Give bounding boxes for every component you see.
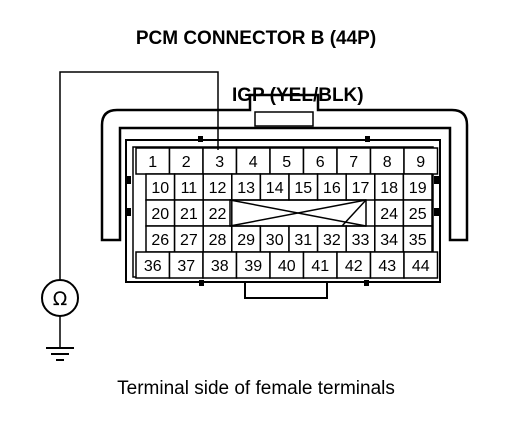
terminal-cell xyxy=(231,173,262,201)
terminal-number: 22 xyxy=(209,206,227,223)
wire-label: IGP (YEL/BLK) xyxy=(232,85,364,106)
terminal-number: 39 xyxy=(244,258,262,275)
terminal-number: 36 xyxy=(144,258,162,275)
terminal-number: 40 xyxy=(278,258,296,275)
terminal-number: 29 xyxy=(237,232,255,249)
terminal-number: 21 xyxy=(180,206,198,223)
terminal-number: 42 xyxy=(345,258,363,275)
ohmmeter-symbol: Ω xyxy=(41,279,79,317)
terminal-number: 38 xyxy=(211,258,229,275)
terminal-cell xyxy=(403,147,439,175)
terminal-number: 25 xyxy=(409,206,427,223)
terminal-number: 1 xyxy=(148,154,157,171)
terminal-number: 44 xyxy=(412,258,430,275)
terminal-number: 14 xyxy=(266,180,284,197)
terminal-cell xyxy=(316,173,347,201)
terminal-number: 4 xyxy=(249,154,258,171)
terminal-number: 27 xyxy=(180,232,198,249)
terminal-cell xyxy=(302,251,338,279)
terminal-number: 30 xyxy=(266,232,284,249)
terminal-number: 37 xyxy=(177,258,195,275)
terminal-number: 24 xyxy=(380,206,398,223)
terminal-cell xyxy=(168,251,204,279)
terminal-number: 17 xyxy=(352,180,370,197)
terminal-cell xyxy=(403,251,439,279)
terminal-cell xyxy=(402,173,433,201)
terminal-number: 34 xyxy=(380,232,398,249)
latch-marks xyxy=(126,136,439,286)
terminal-number: 10 xyxy=(151,180,169,197)
terminal-number: 33 xyxy=(352,232,370,249)
blank-terminal-area xyxy=(229,199,367,227)
terminal-number: 12 xyxy=(209,180,227,197)
terminal-number: 26 xyxy=(151,232,169,249)
terminal-number: 28 xyxy=(209,232,227,249)
terminal-number: 2 xyxy=(182,154,191,171)
terminal-cell xyxy=(374,225,405,253)
terminal-cell xyxy=(173,173,204,201)
terminal-number: 41 xyxy=(311,258,329,275)
terminal-number: 11 xyxy=(181,180,198,197)
diagram-caption: Terminal side of female terminals xyxy=(117,378,395,399)
terminal-number: 5 xyxy=(282,154,291,171)
terminal-cell xyxy=(374,173,405,201)
ohm-symbol-text: Ω xyxy=(53,288,68,310)
terminal-number: 35 xyxy=(409,232,427,249)
terminal-number: 16 xyxy=(323,180,341,197)
terminal-number: 18 xyxy=(380,180,398,197)
terminal-number: 19 xyxy=(409,180,427,197)
terminal-number: 3 xyxy=(215,154,224,171)
terminal-number: 43 xyxy=(378,258,396,275)
connector-housing xyxy=(100,93,469,242)
terminal-cell xyxy=(402,225,433,253)
terminal-number: 15 xyxy=(294,180,312,197)
probe-wire xyxy=(46,71,219,361)
terminal-number: 8 xyxy=(383,154,392,171)
terminal-cell xyxy=(173,225,204,253)
terminal-number: 9 xyxy=(416,154,425,171)
terminal-cell xyxy=(402,199,433,227)
terminal-cell xyxy=(269,251,305,279)
terminal-number: 7 xyxy=(349,154,358,171)
terminal-number: 31 xyxy=(294,232,312,249)
terminal-number: 20 xyxy=(151,206,169,223)
terminal-number: 6 xyxy=(316,154,325,171)
connector-title: PCM CONNECTOR B (44P) xyxy=(135,28,377,49)
terminal-number: 32 xyxy=(323,232,341,249)
terminal-number: 13 xyxy=(237,180,255,197)
